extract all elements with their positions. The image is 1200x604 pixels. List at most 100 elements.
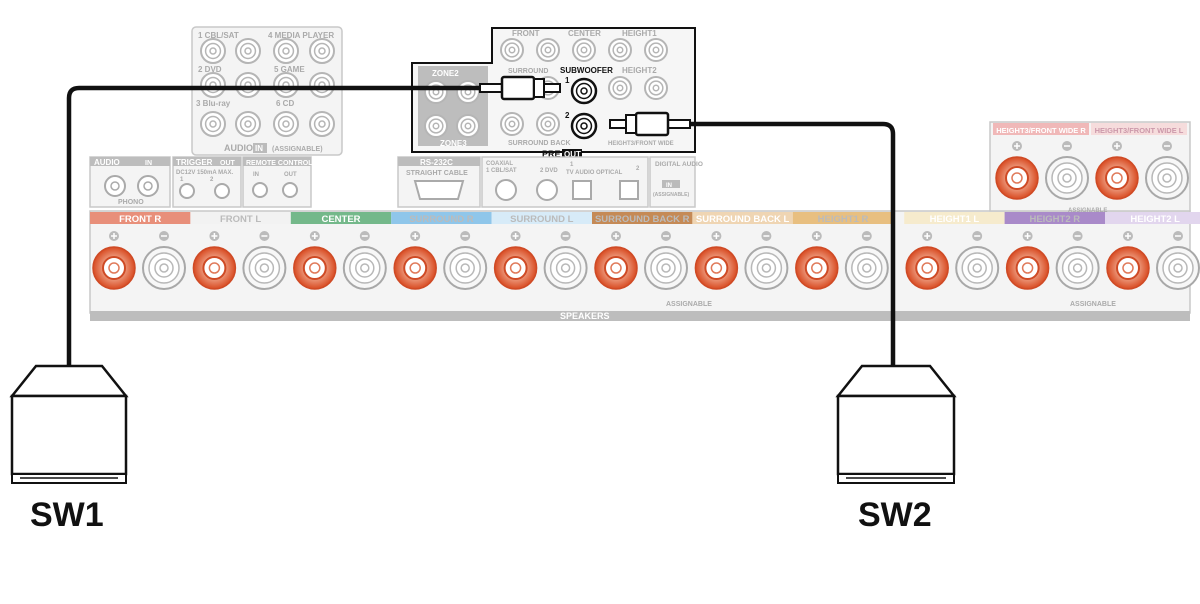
speaker-band: [290, 212, 392, 224]
speaker-terminal-negative: [543, 231, 588, 290]
speaker-channel-label: HEIGHT1 R: [818, 214, 869, 225]
subwoofer-1-jack: [570, 77, 598, 105]
speaker-terminal-negative: [1045, 141, 1089, 200]
speaker-channel-label: HEIGHT2 L: [1130, 214, 1180, 225]
speakers-footer: SPEAKERS: [560, 311, 610, 321]
pre-out-jack: [536, 112, 560, 136]
audio-in-jack: [235, 38, 261, 64]
audio-in-pair-4: 4 MEDIA PLAYER: [268, 31, 334, 40]
speaker-terminal-positive: [92, 231, 136, 290]
rca-plug-sw1: [479, 75, 561, 101]
trigger-spec: DC12V 150mA MAX.: [176, 170, 233, 176]
pre-out-panel: ZONE2 ZONE3 FRONT CENTER HEIGHT1 HEIGHT2…: [411, 27, 696, 159]
speaker-terminal-positive: [905, 231, 949, 290]
speaker-terminal-positive: [493, 231, 538, 290]
speaker-band: [792, 212, 894, 224]
trigger-label: TRIGGER: [176, 158, 213, 167]
trigger-1-label: 1: [180, 177, 184, 183]
audio-in-pair-1: 1 CBL/SAT: [198, 31, 239, 40]
speaker-channel-label: SURROUND BACK R: [595, 214, 690, 225]
optical-1-label: 1: [570, 162, 574, 168]
pre-out-jack: [608, 38, 632, 62]
speaker-band: [692, 212, 793, 224]
speaker-terminal-negative: [844, 231, 889, 290]
speaker-channel-label: HEIGHT2 R: [1029, 214, 1080, 225]
pre-surround-back-label: SURROUND BACK: [508, 140, 571, 147]
speaker-terminal-positive: [1005, 231, 1050, 290]
speaker-terminal-negative: [443, 231, 488, 290]
audio-in-jack: [200, 111, 226, 137]
coaxial-label: COAXIAL: [486, 161, 513, 167]
speaker-band: [1091, 123, 1187, 135]
pre-center-label: CENTER: [568, 29, 601, 38]
remote-control-label: REMOTE CONTROL: [246, 160, 313, 167]
phono-in-label: IN: [145, 160, 152, 167]
subwoofer-sw1: [9, 364, 129, 484]
optical-tv-label: TV AUDIO: [566, 170, 595, 176]
pre-out-jack: [500, 38, 524, 62]
audio-in-jack: [273, 38, 299, 64]
speaker-terminal-positive: [795, 231, 839, 290]
left-connector-panels: AUDIO IN PHONO TRIGGER OUT DC12V 150mA M…: [89, 156, 313, 208]
cable-sw2: [688, 121, 896, 366]
audio-in-jack: [200, 72, 226, 98]
cable-sw1: [66, 85, 492, 366]
remote-in-label: IN: [253, 172, 259, 178]
subwoofer-cables: [66, 75, 896, 366]
speaker-terminal-negative: [1055, 231, 1100, 290]
speaker-band: [90, 212, 191, 224]
audio-in-footer: AUDIO: [224, 143, 253, 153]
zone2-jack-l: [456, 80, 480, 104]
speaker-channel-label: SURROUND BACK L: [696, 214, 790, 225]
subwoofer-1-label: 1: [565, 76, 570, 85]
speaker-band: [1004, 212, 1105, 224]
sw1-label: SW1: [30, 496, 104, 534]
phono-audio-label: AUDIO: [94, 158, 120, 167]
speaker-band: [1105, 212, 1200, 224]
pre-height3-label: HEIGHT3/FRONT WIDE: [608, 141, 674, 147]
pre-out-jack: [644, 38, 668, 62]
speaker-terminal-negative: [955, 231, 1000, 290]
speaker-band: [592, 212, 693, 224]
phono-label: PHONO: [118, 199, 144, 206]
zone3-label: ZONE3: [440, 139, 467, 148]
subwoofer-sw2: [835, 364, 957, 484]
speaker-terminal-positive: [192, 231, 237, 290]
audio-in-jack: [309, 72, 335, 98]
speaker-terminal-positive: [995, 141, 1039, 200]
audio-in-pair-5: 5 GAME: [274, 65, 305, 74]
subwoofer-2-jack: [570, 112, 598, 140]
optical-2-label: 2: [636, 166, 640, 172]
audio-in-jack: [309, 38, 335, 64]
speaker-band: [190, 212, 291, 224]
speaker-terminal-positive: [1106, 231, 1150, 290]
speaker-terminals: [92, 141, 1200, 290]
digital-audio-in: IN: [666, 183, 672, 189]
assignable-label-2: ASSIGNABLE: [1070, 301, 1116, 308]
optical-label: OPTICAL: [596, 170, 623, 176]
speaker-channel-label: CENTER: [321, 214, 360, 225]
pre-height2-label: HEIGHT2: [622, 66, 657, 75]
pre-height1-label: HEIGHT1: [622, 29, 657, 38]
speaker-terminal-positive: [293, 231, 337, 290]
speaker-channel-label: FRONT R: [119, 214, 161, 225]
straight-cable-label: STRAIGHT CABLE: [406, 170, 468, 177]
rs232c-label: RS-232C: [420, 158, 453, 167]
assignable-label-1: ASSIGNABLE: [666, 301, 712, 308]
audio-in-jack: [273, 72, 299, 98]
coaxial-dvd-label: 2 DVD: [540, 168, 558, 174]
speaker-channel-label: SURROUND L: [510, 214, 574, 225]
audio-in-jack: [309, 111, 335, 137]
assignable-label-3: ASSIGNABLE: [1068, 208, 1107, 214]
pre-out-jack: [644, 76, 668, 100]
speaker-terminal-negative: [1156, 231, 1200, 290]
pre-front-label: FRONT: [512, 29, 540, 38]
audio-in-assignable: (ASSIGNABLE): [272, 146, 323, 153]
zone2-jack-r: [424, 80, 448, 104]
speaker-terminal-positive: [393, 231, 437, 290]
audio-in-jack: [200, 38, 226, 64]
trigger-out-label: OUT: [220, 160, 236, 167]
audio-in-pair-6: 6 CD: [276, 99, 294, 108]
pre-out-footer-pre: PRE: [542, 149, 561, 159]
